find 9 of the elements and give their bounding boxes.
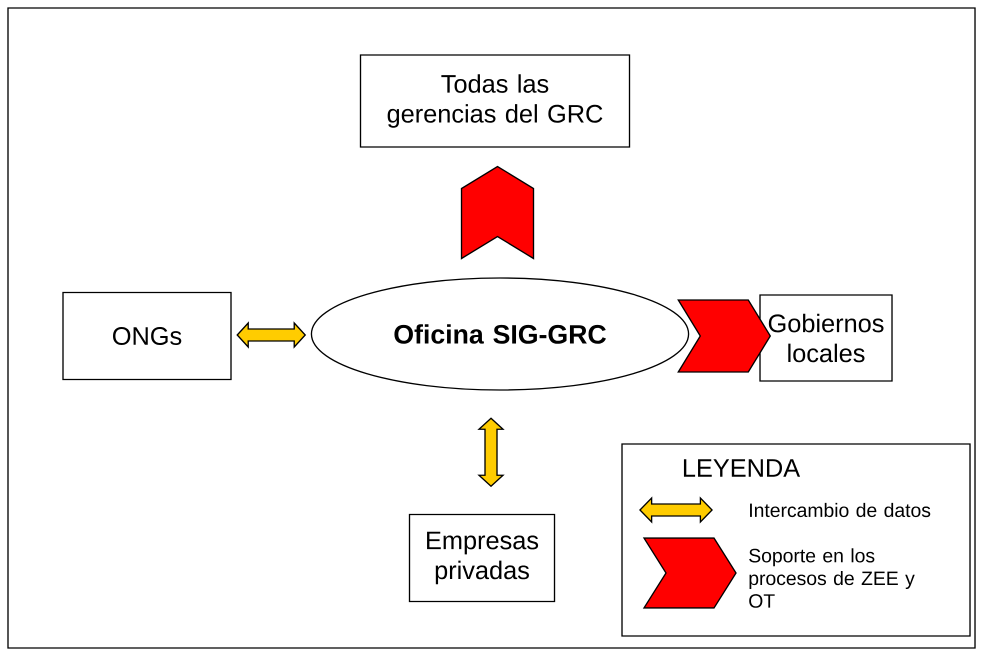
chevron-arrow [460,166,534,260]
process-box: Gobiernos locales [759,294,893,382]
legend-text: Intercambio de datos [750,502,930,518]
process-box: ONGs [62,292,232,380]
legend-title: LEYENDA [684,459,800,477]
chevron-arrow [677,299,772,373]
legend-text: Soporte en los procesos de ZEE y OT [749,548,915,608]
process-box: Todas las gerencias del GRC [360,54,630,148]
process-box: Empresas privadas [408,514,556,602]
